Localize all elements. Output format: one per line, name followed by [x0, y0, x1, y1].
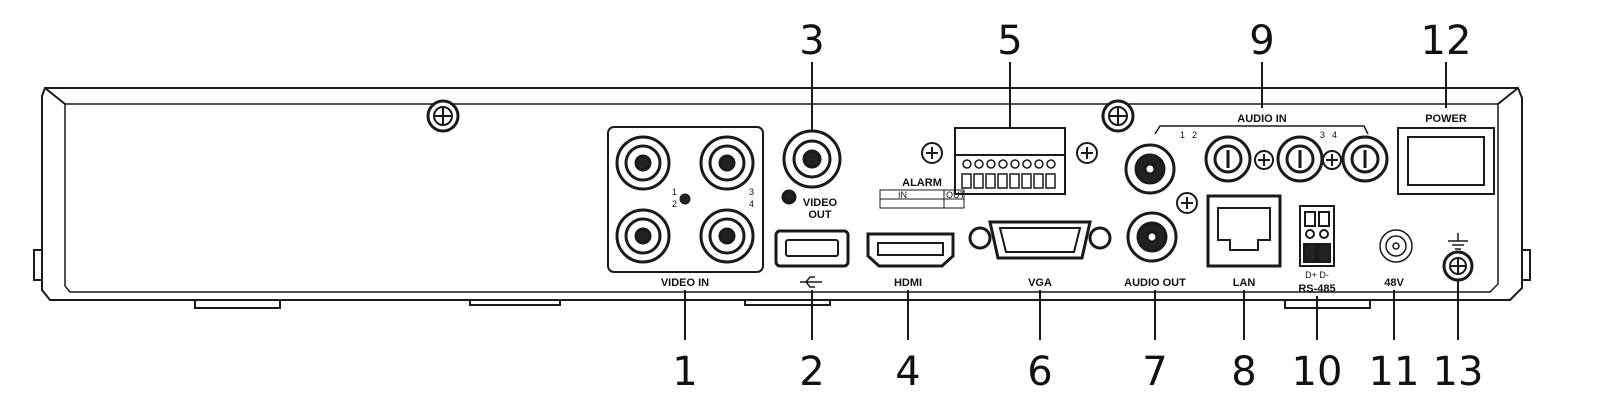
- video-out-label-2: OUT: [808, 209, 832, 221]
- audio-out-label: AUDIO OUT: [1124, 277, 1186, 289]
- audio-in-ch-1: 1: [1180, 130, 1185, 140]
- callout-9: 9: [1249, 18, 1274, 64]
- audio-in-ch-2: 2: [1192, 130, 1197, 140]
- callout-8: 8: [1231, 349, 1256, 395]
- audio-in-ch-3: 3: [1320, 130, 1325, 140]
- callout-4: 4: [895, 349, 920, 395]
- ground-icon: [1448, 233, 1468, 250]
- usb-icon: [800, 276, 822, 288]
- callout-11: 11: [1369, 349, 1420, 395]
- vga-label: VGA: [1028, 277, 1052, 289]
- dc-power-jack: [1379, 229, 1413, 263]
- callout-12: 12: [1421, 18, 1472, 64]
- channel-label-1: 1: [672, 187, 677, 197]
- hdmi-label: HDMI: [894, 277, 922, 289]
- alarm-label: ALARM: [902, 177, 942, 189]
- callout-6: 6: [1027, 349, 1052, 395]
- video-in-block: [607, 126, 764, 273]
- hdmi-port: [866, 232, 955, 268]
- callout-leaders: [684, 62, 1459, 340]
- video-out-label-1: VIDEO: [803, 197, 838, 209]
- screw-icon: [921, 142, 1098, 164]
- audio-in-bracket: [1154, 125, 1369, 135]
- callout-7: 7: [1142, 349, 1167, 395]
- screw-icon: [1176, 192, 1198, 214]
- rs485-label: RS-485: [1298, 283, 1335, 295]
- screw-icon: [1101, 99, 1135, 133]
- callout-3: 3: [799, 18, 824, 64]
- lan-port: [1206, 194, 1282, 268]
- ground-screw: [1442, 250, 1474, 282]
- alarm-out-label: OUT: [946, 190, 966, 200]
- power-label: POWER: [1425, 113, 1467, 125]
- audio-rca: [1124, 143, 1176, 195]
- alarm-in-label: IN: [898, 190, 907, 200]
- callout-2: 2: [799, 349, 824, 395]
- channel-label-3: 3: [749, 187, 754, 197]
- video-out-bnc: [781, 129, 842, 205]
- rs485-terminal: [1299, 205, 1335, 267]
- callout-1: 1: [672, 349, 697, 395]
- lan-label: LAN: [1233, 277, 1256, 289]
- callout-10: 10: [1292, 349, 1343, 395]
- usb-port: [774, 229, 850, 268]
- screw-icon: [426, 99, 460, 133]
- audio-out-rca: [1126, 211, 1178, 263]
- callout-13: 13: [1433, 349, 1484, 395]
- dc-power-label: 48V: [1384, 277, 1404, 289]
- rs485-pins-label: D+ D-: [1305, 270, 1329, 280]
- video-in-label: VIDEO IN: [661, 277, 709, 289]
- channel-label-4: 4: [749, 199, 754, 209]
- audio-in-rca: [1204, 135, 1389, 183]
- power-switch: [1397, 127, 1495, 195]
- audio-in-label: AUDIO IN: [1237, 113, 1287, 125]
- alarm-pin-table: [879, 189, 965, 209]
- vga-port: [968, 220, 1112, 260]
- screw-icon: [1254, 150, 1342, 170]
- callout-5: 5: [997, 18, 1022, 64]
- audio-in-ch-4: 4: [1332, 130, 1337, 140]
- channel-label-2: 2: [672, 199, 677, 209]
- alarm-pins: [961, 159, 1056, 189]
